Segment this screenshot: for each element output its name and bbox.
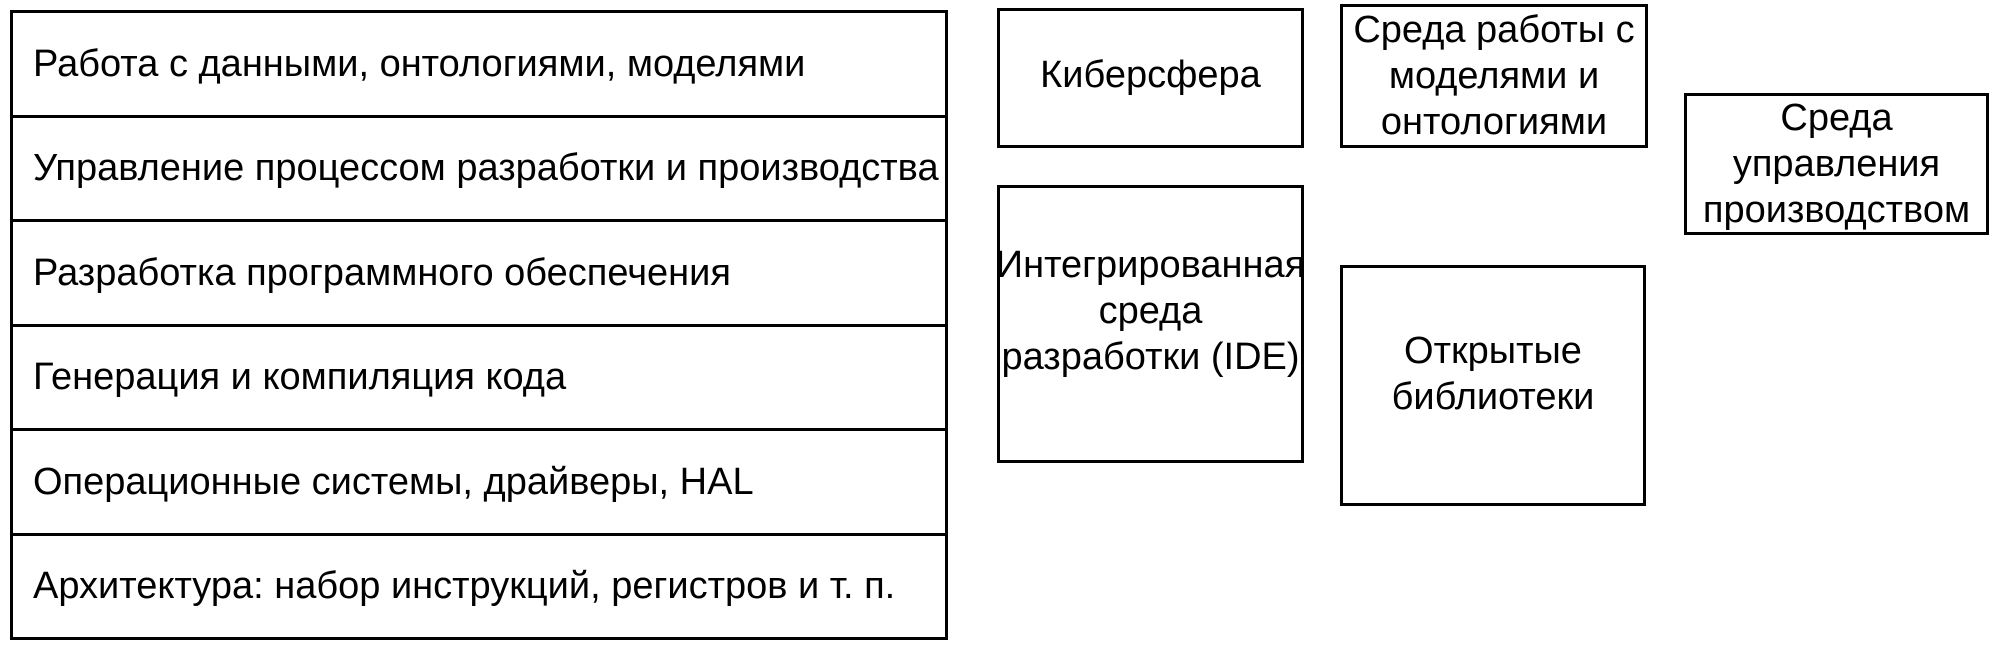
box-integrated-development-environment-label-line: Интегрированная	[995, 244, 1306, 286]
layer-row-process-management: Управление процессом разработки и произв…	[13, 114, 945, 220]
box-production-management-environment-label-line: производством	[1702, 189, 1971, 231]
layer-row-label: Операционные системы, драйверы, HAL	[33, 460, 754, 503]
layer-row-label: Генерация и компиляция кода	[33, 356, 567, 399]
layer-stack-table: Работа с данными, онтологиями, моделями …	[10, 10, 948, 640]
box-integrated-development-environment: Интегрированная среда разработки (IDE)	[995, 185, 1306, 463]
box-integrated-development-environment-label-line: разработки (IDE)	[1001, 336, 1300, 378]
box-cybersphere-label: Киберсфера	[1040, 54, 1261, 96]
box-model-ontology-environment-label-line: онтологиями	[1380, 101, 1608, 143]
layer-row-data-ontologies-models: Работа с данными, онтологиями, моделями	[13, 13, 945, 115]
box-production-management-environment: Среда управления производством	[1684, 93, 1989, 235]
layer-row-label: Управление процессом разработки и произв…	[33, 147, 939, 190]
box-open-libraries-label-line: Открытые	[1404, 329, 1582, 372]
box-model-ontology-environment-label-line: моделями и	[1388, 55, 1600, 97]
box-model-ontology-environment: Среда работы с моделями и онтологиями	[1340, 4, 1648, 148]
layer-row-architecture: Архитектура: набор инструкций, регистров…	[13, 532, 945, 638]
box-production-management-environment-label-line: управления	[1732, 143, 1941, 185]
layer-row-label: Разработка программного обеспечения	[33, 251, 731, 294]
box-cybersphere: Киберсфера	[997, 8, 1304, 148]
box-open-libraries-label-line: библиотеки	[1391, 375, 1595, 418]
box-integrated-development-environment-label-line: среда	[1098, 290, 1203, 332]
layer-row-code-generation: Генерация и компиляция кода	[13, 323, 945, 429]
box-production-management-environment-label-line: Среда	[1780, 97, 1893, 139]
layer-row-os-drivers-hal: Операционные системы, драйверы, HAL	[13, 428, 945, 533]
box-open-libraries: Открытые библиотеки	[1340, 265, 1646, 506]
layer-row-software-development: Разработка программного обеспечения	[13, 219, 945, 324]
box-model-ontology-environment-label-line: Среда работы с	[1353, 9, 1635, 51]
layer-row-label: Архитектура: набор инструкций, регистров…	[33, 565, 896, 608]
layer-row-label: Работа с данными, онтологиями, моделями	[33, 42, 806, 85]
